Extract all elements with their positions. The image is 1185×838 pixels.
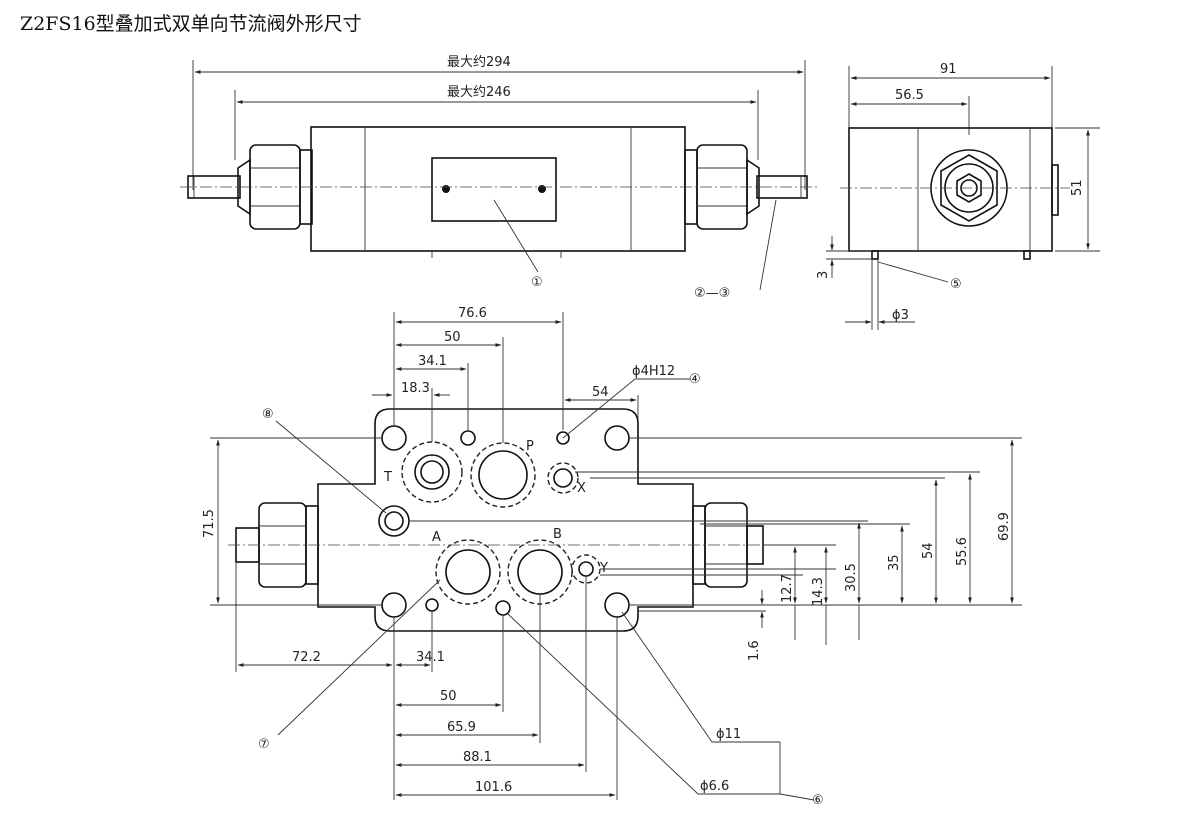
callout-8: ⑧ bbox=[262, 407, 274, 422]
dim-label-65-9: 65.9 bbox=[447, 720, 476, 735]
port-B: B bbox=[553, 527, 562, 542]
dim-label-18-3: 18.3 bbox=[401, 381, 430, 396]
callout-7: ⑦ bbox=[258, 737, 270, 752]
callout-4: ④ bbox=[689, 372, 701, 387]
dim-label-12-7: 12.7 bbox=[780, 574, 795, 603]
dim-label-phi3: ϕ3 bbox=[892, 308, 909, 323]
port-A: A bbox=[432, 530, 441, 545]
dim-label-54-top: 54 bbox=[592, 385, 609, 400]
dim-label-56-5: 56.5 bbox=[895, 88, 924, 103]
dim-label-1-6: 1.6 bbox=[747, 640, 762, 661]
dim-label-phi11: ϕ11 bbox=[716, 727, 741, 742]
dim-label-34-1-bottom: 34.1 bbox=[416, 650, 445, 665]
dim-label-34-1-top: 34.1 bbox=[418, 354, 447, 369]
dim-label-3: 3 bbox=[816, 271, 831, 279]
drawing-title: Z2FS16型叠加式双单向节流阀外形尺寸 bbox=[20, 13, 362, 35]
port-T: T bbox=[383, 470, 392, 485]
port-P: P bbox=[526, 439, 534, 454]
dim-label-phi6-6: ϕ6.6 bbox=[700, 779, 729, 794]
dim-label-14-3: 14.3 bbox=[811, 577, 826, 606]
dim-label-72-2: 72.2 bbox=[292, 650, 321, 665]
dim-label-101-6: 101.6 bbox=[475, 780, 512, 795]
dim-label-71-5: 71.5 bbox=[202, 509, 217, 538]
callout-1: ① bbox=[531, 275, 543, 290]
dim-label-69-9: 69.9 bbox=[997, 512, 1012, 541]
dim-label-51: 51 bbox=[1070, 179, 1085, 196]
dim-label-88-1: 88.1 bbox=[463, 750, 492, 765]
nameplate bbox=[431, 157, 557, 222]
dim-label-294: 最大约294 bbox=[447, 55, 511, 70]
front-view: 最大约294 最大约246 ① bbox=[180, 55, 820, 301]
dim-label-91: 91 bbox=[940, 62, 957, 77]
dim-label-50-bottom: 50 bbox=[440, 689, 457, 704]
dim-label-50-top: 50 bbox=[444, 330, 461, 345]
dim-label-30-5: 30.5 bbox=[844, 563, 859, 592]
front-body bbox=[310, 126, 686, 252]
side-body bbox=[848, 127, 1053, 252]
dim-label-76-6: 76.6 bbox=[458, 306, 487, 321]
dim-label-phi4h12: ϕ4H12 bbox=[632, 364, 675, 379]
callout-6: ⑥ bbox=[812, 793, 824, 808]
top-body-outline bbox=[317, 408, 694, 632]
side-view: 91 56.5 51 3 ϕ3 bbox=[816, 62, 1100, 330]
port-Y: Y bbox=[599, 561, 608, 576]
dim-label-55-6: 55.6 bbox=[955, 537, 970, 566]
port-X: X bbox=[577, 481, 586, 496]
dim-label-35: 35 bbox=[887, 554, 902, 571]
callout-2-3: ②—③ bbox=[694, 286, 730, 301]
dim-label-246: 最大约246 bbox=[447, 85, 511, 100]
top-view: T P X A B Y 76.6 50 34.1 18.3 54 ϕ4H12 ④… bbox=[202, 306, 1022, 808]
callout-5: ⑤ bbox=[950, 277, 962, 292]
dim-label-54-right: 54 bbox=[921, 542, 936, 559]
